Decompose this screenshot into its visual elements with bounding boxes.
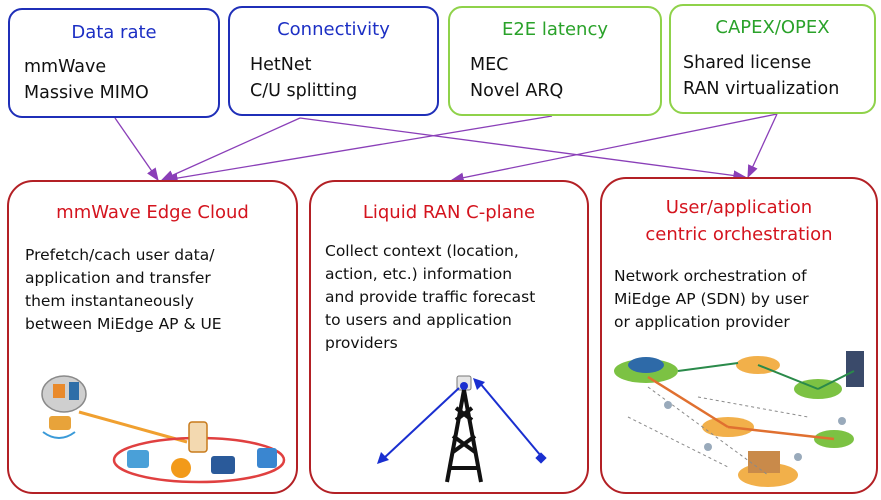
description-line: providers <box>325 334 398 352</box>
requirement-title: Data rate <box>71 22 157 43</box>
requirement-item: HetNet <box>250 55 312 75</box>
requirement-items: Shared license RAN virtualization <box>683 50 839 102</box>
solution-box-liquid-ran: Liquid RAN C-plane Collect context (loca… <box>309 180 589 494</box>
solution-box-orchestration: User/application centric orchestration N… <box>600 177 878 494</box>
solution-title: Liquid RAN C-plane <box>362 202 536 223</box>
requirement-item: Massive MIMO <box>24 83 149 103</box>
solution-description: Collect context (location, action, etc.)… <box>325 240 535 355</box>
description-line: application and transfer <box>25 269 211 287</box>
arrow-capex-liquidran <box>450 113 778 183</box>
solution-box-edge-cloud: mmWave Edge Cloud Prefetch/cach user dat… <box>7 180 298 494</box>
requirement-item: Shared license <box>683 53 812 73</box>
description-line: Collect context (location, <box>325 242 519 260</box>
cell-tower-illustration <box>377 375 547 483</box>
solution-description: Network orchestration of MiEdge AP (SDN)… <box>614 265 809 334</box>
requirement-title: E2E latency <box>501 19 609 40</box>
arrow-capex-orchestration <box>747 113 778 179</box>
description-line: Prefetch/cach user data/ <box>25 246 215 264</box>
arrow-latency-edgecloud <box>164 115 553 184</box>
description-line: or application provider <box>614 313 790 331</box>
requirement-item: mmWave <box>24 57 107 77</box>
requirement-box-connectivity: Connectivity HetNet C/U splitting <box>228 6 439 116</box>
requirement-item: MEC <box>470 55 509 75</box>
requirement-items: HetNet C/U splitting <box>250 52 357 104</box>
solution-description: Prefetch/cach user data/ application and… <box>25 244 222 336</box>
requirement-item: C/U splitting <box>250 81 358 101</box>
description-line: and provide traffic forecast <box>325 288 536 306</box>
requirement-box-e2e-latency: E2E latency MEC Novel ARQ <box>448 6 662 116</box>
description-line: to users and application <box>325 311 512 329</box>
solution-title: mmWave Edge Cloud <box>56 202 249 223</box>
requirement-box-data-rate: Data rate mmWave Massive MIMO <box>8 8 220 118</box>
solution-title-line: centric orchestration <box>645 224 833 245</box>
solution-title-line: User/application <box>665 197 813 218</box>
requirement-items: mmWave Massive MIMO <box>24 54 149 106</box>
arrow-connectivity-edgecloud <box>160 117 301 181</box>
network-orchestration-illustration <box>614 351 864 487</box>
requirement-items: MEC Novel ARQ <box>470 52 563 104</box>
requirement-item: RAN virtualization <box>683 79 840 99</box>
description-line: action, etc.) information <box>325 265 513 283</box>
requirement-item: Novel ARQ <box>470 81 564 101</box>
arrow-connectivity-orchestration <box>299 117 747 181</box>
arrow-datarate-edgecloud <box>114 117 159 182</box>
requirement-title: CAPEX/OPEX <box>715 17 830 38</box>
description-line: Network orchestration of <box>614 267 807 285</box>
requirement-box-capex-opex: CAPEX/OPEX Shared license RAN virtualiza… <box>669 4 876 114</box>
edge-cloud-illustration <box>41 375 286 484</box>
description-line: MiEdge AP (SDN) by user <box>614 290 809 308</box>
requirement-title: Connectivity <box>277 19 390 40</box>
description-line: them instantaneously <box>25 292 194 310</box>
description-line: between MiEdge AP & UE <box>25 315 222 333</box>
